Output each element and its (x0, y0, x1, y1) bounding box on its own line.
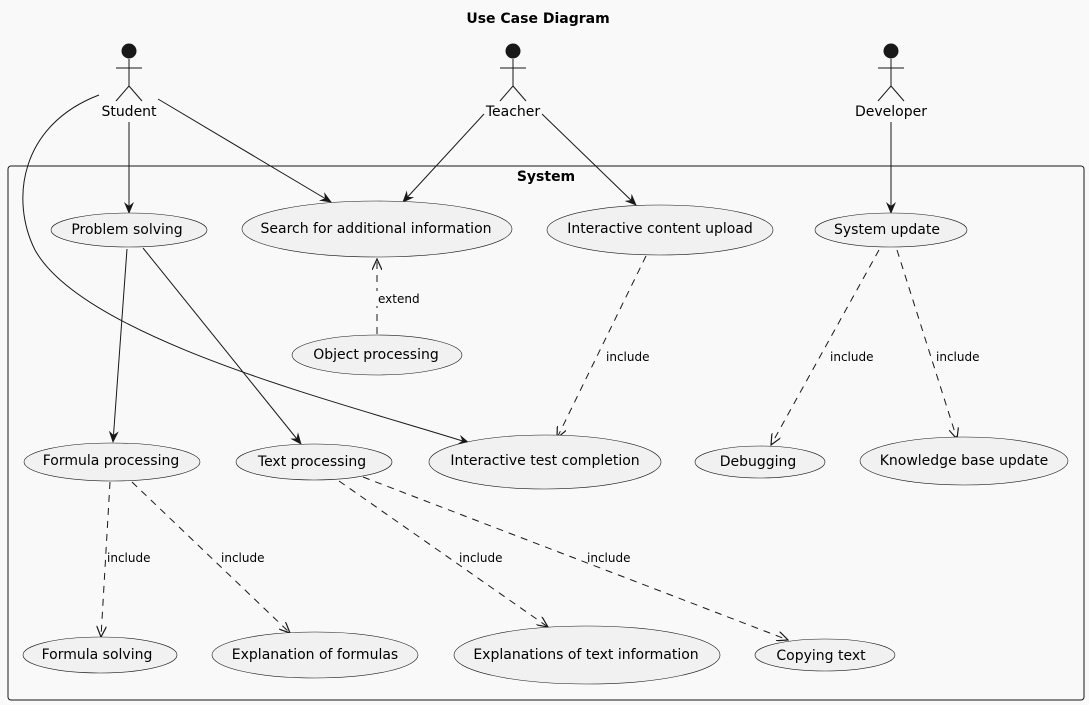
edge-include-update-debugging (771, 249, 880, 445)
edge-labels: extend include include include include i… (107, 291, 979, 565)
edge-problem-formula (108, 248, 128, 443)
edge-teacher-search (402, 113, 485, 203)
edge-label: include (830, 350, 873, 364)
use-case-test-completion[interactable]: Interactive test completion (428, 434, 662, 490)
use-case-formula-solving[interactable]: Formula solving (22, 636, 178, 674)
use-case-formula-explanation[interactable]: Explanation of formulas (211, 631, 419, 679)
edge-teacher-upload (541, 113, 637, 206)
actor-developer[interactable]: Developer (855, 43, 927, 121)
use-case-kb-update[interactable]: Knowledge base update (859, 436, 1069, 486)
use-case-copying-text[interactable]: Copying text (754, 638, 896, 672)
edge-label: include (459, 551, 502, 565)
use-case-label: Interactive test completion (450, 453, 639, 469)
use-case-problem-solving[interactable]: Problem solving (50, 212, 208, 248)
actor-icon (877, 43, 905, 102)
actor-icon (115, 43, 143, 102)
use-case-search-info[interactable]: Search for additional information (241, 200, 513, 258)
use-case-label: Text processing (257, 454, 366, 470)
actor-name: Developer (855, 104, 927, 120)
use-case-label: Explanations of text information (473, 647, 698, 663)
edge-include-formula-explanation (131, 481, 290, 633)
diagram-title: Use Case Diagram (466, 11, 609, 27)
actor-icon (499, 43, 527, 102)
edge-include-copying-text (362, 476, 788, 640)
use-case-label: Explanation of formulas (232, 647, 398, 663)
use-case-label: Search for additional information (260, 221, 491, 237)
use-case-formula-processing[interactable]: Formula processing (23, 442, 201, 482)
actor-name: Student (101, 104, 157, 120)
edge-label: include (587, 551, 630, 565)
use-case-label: Debugging (720, 454, 797, 470)
use-case-label: Interactive content upload (567, 221, 753, 237)
use-case-text-explanations[interactable]: Explanations of text information (453, 625, 721, 685)
edge-include-text-explanations (338, 480, 548, 627)
use-case-object-processing[interactable]: Object processing (291, 334, 463, 376)
use-case-debugging[interactable]: Debugging (694, 445, 826, 479)
edge-label: extend (378, 292, 420, 306)
dashed-edges (101, 249, 957, 640)
use-case-text-processing[interactable]: Text processing (235, 443, 393, 481)
actor-teacher[interactable]: Teacher (485, 43, 541, 121)
actor-student[interactable]: Student (101, 43, 157, 121)
use-case-label: Copying text (776, 648, 866, 664)
edge-label: include (606, 350, 649, 364)
use-case-content-upload[interactable]: Interactive content upload (546, 204, 774, 256)
use-case-system-update[interactable]: System update (814, 212, 968, 248)
edges (22, 94, 896, 445)
use-case-label: Formula solving (42, 647, 153, 663)
use-case-label: Object processing (313, 347, 439, 363)
use-case-label: Knowledge base update (880, 453, 1049, 469)
edge-student-search (157, 98, 332, 203)
actor-name: Teacher (485, 104, 541, 120)
edge-label: include (107, 551, 150, 565)
edge-student-test-completion (22, 94, 470, 445)
edge-label: include (936, 350, 979, 364)
system-boundary: System (7, 165, 1085, 701)
use-case-label: Problem solving (71, 222, 182, 238)
use-case-label: Formula processing (43, 453, 180, 469)
use-case-label: System update (834, 222, 940, 238)
system-label: System (517, 169, 575, 185)
edge-label: include (221, 551, 264, 565)
edge-problem-text (142, 247, 302, 445)
